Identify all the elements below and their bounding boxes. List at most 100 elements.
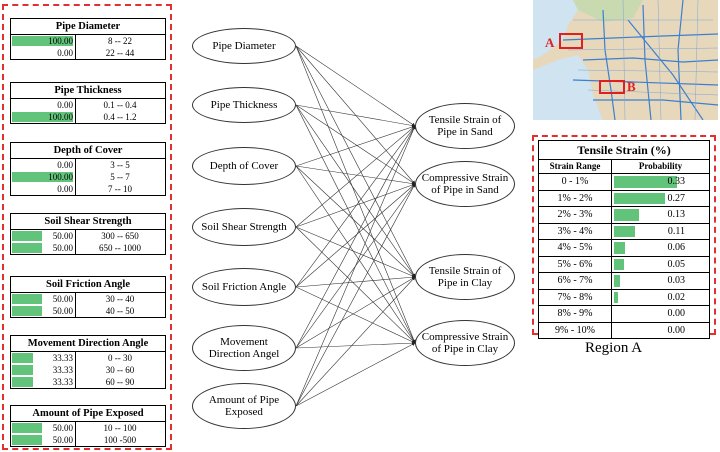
node-label: Compressive Strain of Pipe in Sand <box>421 172 509 196</box>
node-label: Soil Shear Strength <box>201 221 287 233</box>
cpt-value: 50.00 <box>52 423 73 433</box>
strain-range-cell: 0 - 1% <box>539 174 612 190</box>
col-probability: Probability <box>638 161 683 171</box>
edge-4-1 <box>295 183 416 288</box>
cpt-range: 3 -- 5 <box>110 160 130 170</box>
edge-2-3 <box>295 165 416 344</box>
cpt-title: Soil Shear Strength <box>11 214 165 230</box>
probability-cell: 0.05 <box>612 257 709 273</box>
strain-table-header: Strain Range Probability <box>539 160 709 174</box>
cpt-value: 50.00 <box>52 243 73 253</box>
cpt-bar <box>12 377 33 387</box>
cpt-range: 5 -- 7 <box>110 172 130 182</box>
cpt-title: Movement Direction Angle <box>11 336 165 352</box>
cpt-bar <box>12 231 43 241</box>
node-tensile-strain-sand: Tensile Strain of Pipe in Sand <box>415 103 515 149</box>
cpt-title: Pipe Thickness <box>11 83 165 99</box>
probability-bar <box>614 176 677 188</box>
cpt-value: 0.00 <box>57 184 73 194</box>
probability-value: 0.05 <box>667 258 686 270</box>
probability-bar <box>614 225 635 237</box>
strain-table-title: Tensile Strain (%) <box>539 141 709 160</box>
probability-bar <box>614 275 620 287</box>
node-label: Tensile Strain of Pipe in Sand <box>428 114 502 138</box>
probability-value: 0.06 <box>667 242 686 253</box>
cpt-value: 50.00 <box>52 435 73 445</box>
cpt-value: 50.00 <box>52 231 73 241</box>
strain-range-cell: 7% - 8% <box>539 289 612 305</box>
strain-range-cell: 2% - 3% <box>539 207 612 223</box>
cpt-bar <box>12 172 73 182</box>
cpt-bar <box>12 112 73 122</box>
cpt-range: 22 -- 44 <box>105 48 135 58</box>
edge-0-3 <box>295 45 416 344</box>
edge-6-3 <box>295 342 416 407</box>
strain-row: 7% - 8% 0.02 <box>539 289 709 306</box>
cpt-value: 100.00 <box>48 36 73 46</box>
strain-row: 6% - 7%0.03 <box>539 273 709 290</box>
cpt-title: Amount of Pipe Exposed <box>11 406 165 422</box>
node-pipe-diameter: Pipe Diameter <box>192 28 296 64</box>
cpt-value: 33.33 <box>52 377 73 387</box>
region-label: Region A <box>585 340 643 356</box>
cpt-row: 100.00 5 -- 7 <box>11 171 165 183</box>
edge-1-0 <box>295 104 416 128</box>
edge-6-0 <box>295 125 416 407</box>
strain-row: 1% - 2% 0.27 <box>539 190 709 207</box>
probability-cell: 0.00 <box>612 323 709 339</box>
edge-3-1 <box>295 183 416 228</box>
region-b-marker <box>599 80 625 94</box>
strain-row: 2% - 3%0.13 <box>539 207 709 224</box>
strain-row: 9% - 10%0.00 <box>539 322 709 339</box>
edge-4-3 <box>295 286 416 344</box>
probability-bar <box>614 192 666 204</box>
cpt-title: Depth of Cover <box>11 143 165 159</box>
strain-row: 8% - 9% 0.00 <box>539 306 709 323</box>
strain-range-cell: 8% - 9% <box>539 306 612 322</box>
cpt-range: 10 -- 100 <box>103 423 137 433</box>
node-compressive-strain-sand: Compressive Strain of Pipe in Sand <box>415 161 515 207</box>
cpt-range: 0.1 -- 0.4 <box>103 100 137 110</box>
probability-value: 0.00 <box>667 308 686 319</box>
edge-3-0 <box>295 125 416 228</box>
node-label: Pipe Thickness <box>210 99 278 111</box>
edge-5-2 <box>295 276 416 349</box>
cpt-title: Pipe Diameter <box>11 19 165 35</box>
probability-cell: 0.06 <box>612 240 709 256</box>
node-soil-friction-angle: Soil Friction Angle <box>192 268 296 306</box>
node-depth-of-cover: Depth of Cover <box>192 147 296 185</box>
region-a-label: A <box>545 35 555 50</box>
node-amount-of-pipe-exposed: Amount of Pipe Exposed <box>192 383 296 429</box>
edge-5-3 <box>295 341 416 349</box>
cpt-range: 650 -- 1000 <box>99 243 141 253</box>
cpt-bar <box>12 423 43 433</box>
cpt-row: 50.00 650 -- 1000 <box>11 242 165 254</box>
cpt-range: 0 -- 30 <box>108 353 132 363</box>
edge-0-2 <box>295 45 416 278</box>
edge-2-0 <box>295 125 416 167</box>
probability-cell: 0.00 <box>612 306 709 322</box>
probability-cell: 0.11 <box>612 224 709 240</box>
cpt-bar <box>12 36 73 46</box>
cpt-value: 100.00 <box>48 172 73 182</box>
cpt-bar <box>12 243 43 253</box>
probability-bar <box>614 209 639 221</box>
edge-0-1 <box>295 45 416 185</box>
probability-bar <box>614 258 624 270</box>
probability-value: 0.27 <box>667 192 686 204</box>
edge-2-1 <box>295 165 416 186</box>
edge-4-0 <box>295 125 416 288</box>
probability-value: 0.02 <box>667 291 686 303</box>
strain-range-cell: 1% - 2% <box>539 190 612 206</box>
cpt-value: 0.00 <box>57 48 73 58</box>
cpt-range: 8 -- 22 <box>108 36 132 46</box>
cpt-row: 0.00 22 -- 44 <box>11 47 165 59</box>
cpt-range: 0.4 -- 1.2 <box>103 112 137 122</box>
strain-range-cell: 5% - 6% <box>539 256 612 272</box>
